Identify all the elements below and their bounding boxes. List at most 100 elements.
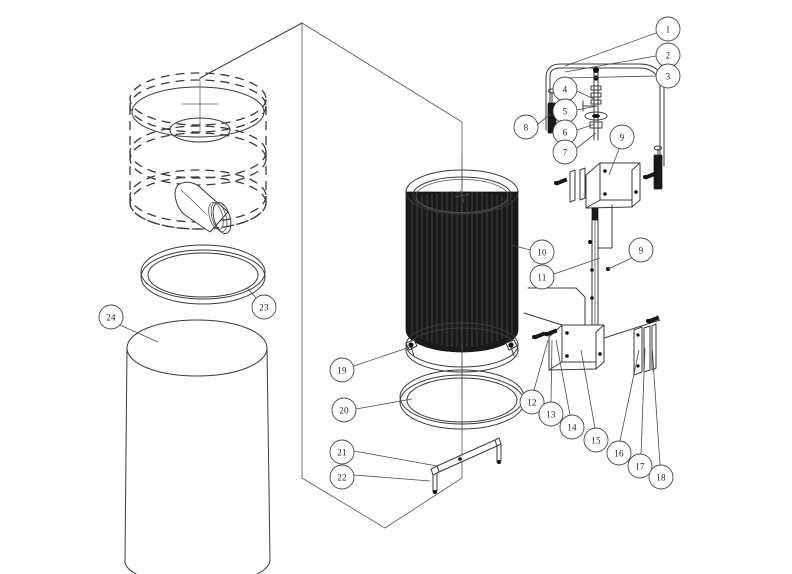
callout-balloon-9[interactable]: 9 (607, 237, 654, 270)
callout-circle[interactable] (519, 389, 545, 415)
callout-leader-line (607, 257, 633, 270)
callout-circle[interactable] (513, 114, 539, 140)
callout-balloon-19[interactable]: 19 (329, 346, 411, 383)
callout-balloon-7[interactable]: 7 (552, 132, 597, 165)
long-support-rod (527, 204, 613, 341)
callout-leader-line (533, 339, 549, 391)
callout-leader-line (576, 105, 598, 111)
callout-leader-line (576, 132, 597, 149)
callout-leader-line (550, 339, 553, 403)
callout-balloon-13[interactable]: 13 (538, 339, 564, 427)
callout-number: 5 (563, 107, 568, 117)
callout-circle[interactable] (251, 294, 277, 320)
callout-circle[interactable] (331, 397, 357, 423)
callout-circle[interactable] (655, 16, 681, 42)
callout-balloon-22[interactable]: 22 (329, 464, 431, 490)
callout-leader-line (119, 324, 159, 343)
callout-circle[interactable] (529, 264, 555, 290)
callout-number: 17 (635, 462, 645, 472)
callout-balloon-20[interactable]: 20 (331, 397, 413, 423)
callout-circle[interactable] (583, 427, 609, 453)
callout-number: 8 (524, 123, 529, 133)
callout-leader-line (355, 398, 413, 410)
callout-balloon-18[interactable]: 18 (648, 344, 674, 490)
callout-balloon-3[interactable]: 3 (564, 63, 681, 89)
callout-leader-line (353, 474, 431, 482)
callout-circle[interactable] (648, 464, 674, 490)
callout-balloon-17[interactable]: 17 (627, 347, 653, 479)
callout-balloon-16[interactable]: 16 (606, 349, 640, 466)
callout-leader-line (651, 344, 661, 466)
callout-number: 18 (656, 473, 666, 483)
callout-leader-line (537, 113, 552, 125)
callout-circle[interactable] (538, 401, 564, 427)
callout-number: 23 (259, 303, 269, 313)
callout-balloon-6[interactable]: 6 (552, 119, 596, 145)
callout-balloon-2[interactable]: 2 (564, 42, 681, 73)
callout-balloon-9[interactable]: 9 (608, 124, 635, 176)
callout-leader-line (246, 287, 257, 299)
callout-circle[interactable] (559, 414, 585, 440)
callout-circle[interactable] (329, 464, 355, 490)
callout-number: 13 (546, 410, 556, 420)
callout-number: 10 (537, 248, 547, 258)
callout-balloon-15[interactable]: 15 (580, 349, 609, 453)
callout-circle[interactable] (627, 453, 653, 479)
base-rail-bracket (430, 437, 502, 494)
callout-circle[interactable] (552, 139, 578, 165)
callout-circle[interactable] (628, 237, 654, 263)
callout-balloon-23[interactable]: 23 (246, 287, 277, 320)
callout-circle[interactable] (606, 440, 632, 466)
callout-number: 3 (666, 72, 671, 82)
callout-number: 6 (563, 128, 568, 138)
callout-leader-line (553, 257, 601, 275)
callout-circle[interactable] (529, 239, 555, 265)
callout-balloon-10[interactable]: 10 (511, 239, 555, 265)
callout-number: 16 (614, 449, 624, 459)
callout-circle[interactable] (609, 124, 635, 150)
callout-balloon-1[interactable]: 1 (564, 16, 681, 67)
callout-number: 1 (666, 25, 671, 35)
callout-number: 22 (337, 473, 347, 483)
callout-leader-line (555, 339, 571, 416)
callout-number: 4 (563, 85, 568, 95)
inlet-tube (174, 181, 232, 235)
callout-circle[interactable] (329, 439, 355, 465)
callout-leader-line (564, 55, 657, 73)
callout-circle[interactable] (329, 357, 355, 383)
callout-number: 14 (567, 423, 577, 433)
callout-leader-line (608, 148, 620, 176)
callout-number: 21 (337, 448, 347, 458)
callout-number: 9 (639, 246, 644, 256)
callout-circle[interactable] (655, 63, 681, 89)
callout-leader-line (619, 349, 640, 442)
callout-leader-line (576, 123, 596, 131)
callout-balloon-8[interactable]: 8 (513, 113, 552, 140)
callout-number: 19 (337, 366, 347, 376)
callout-number: 9 (620, 133, 625, 143)
callout-balloon-14[interactable]: 14 (555, 339, 585, 440)
callout-circle[interactable] (98, 304, 124, 330)
air-cleaner-housing (129, 22, 303, 230)
callout-leader-line (564, 75, 657, 79)
callout-leader-line (580, 349, 596, 429)
wing-nut-fasteners (405, 339, 518, 357)
callout-number: 7 (563, 148, 568, 158)
callout-number: 15 (591, 436, 601, 446)
callout-number: 24 (106, 313, 116, 323)
lower-body-cylinder (124, 319, 271, 574)
callout-leader-line (576, 90, 595, 100)
callout-balloon-11[interactable]: 11 (529, 257, 601, 290)
callout-balloon-12[interactable]: 12 (519, 339, 549, 415)
callout-balloon-21[interactable]: 21 (329, 439, 438, 467)
filter-cartridge (405, 155, 519, 400)
callout-leader-line (353, 346, 411, 367)
gasket-ring-upper (140, 244, 266, 305)
callout-leader-line (640, 347, 646, 455)
callout-number: 2 (666, 51, 671, 61)
callout-number: 12 (527, 398, 537, 408)
callout-balloon-24[interactable]: 24 (98, 304, 159, 343)
callout-number: 20 (339, 406, 349, 416)
